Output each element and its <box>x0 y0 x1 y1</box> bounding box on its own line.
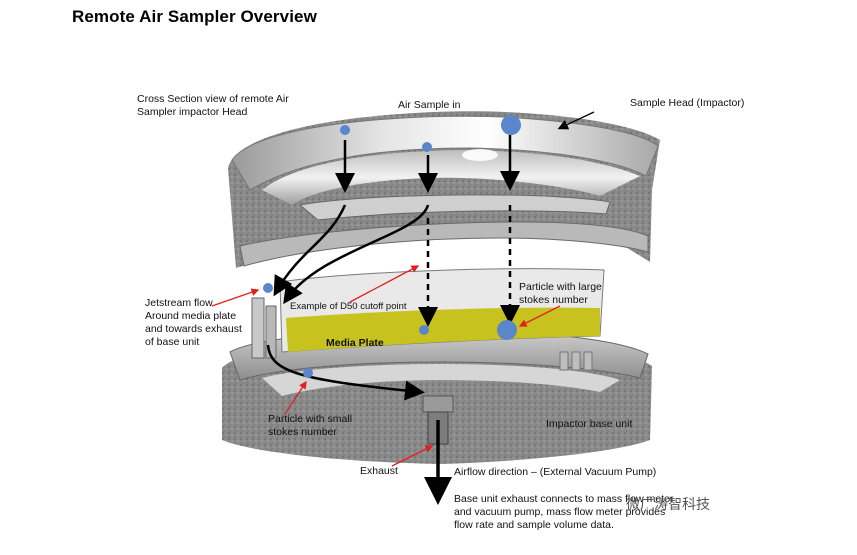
particle-jetstream <box>263 283 273 293</box>
impactor-base <box>222 297 652 464</box>
watermark: 微广涛智科技 <box>626 496 710 512</box>
exhaust-note-label: Base unit exhaust connects to mass flow … <box>454 493 674 531</box>
cross-section-label: Cross Section view of remote Air Sampler… <box>137 93 289 118</box>
page-title: Remote Air Sampler Overview <box>72 7 317 26</box>
particle-small <box>303 368 313 378</box>
media-plate-label: Media Plate <box>326 337 384 349</box>
flow-lines <box>266 135 520 505</box>
particle-large-impact <box>497 320 517 340</box>
media-plate <box>279 268 605 353</box>
small-particle-label: Particle with small stokes number <box>268 413 353 438</box>
particle-in-1 <box>340 125 350 135</box>
air-sample-in-label: Air Sample in <box>398 99 461 111</box>
jetstream-label: Jetstream flow Around media plate and to… <box>145 297 242 348</box>
particles <box>263 115 521 378</box>
d50-label: Example of D50 cutoff point <box>290 301 407 312</box>
large-particle-label: Particle with large stokes number <box>519 281 602 306</box>
particle-d50 <box>419 325 429 335</box>
exhaust-label: Exhaust <box>360 465 398 477</box>
sample-head-label: Sample Head (Impactor) <box>630 97 745 109</box>
sample-head <box>228 111 660 268</box>
base-unit-label: Impactor base unit <box>546 418 633 430</box>
particle-in-2 <box>422 142 432 152</box>
airflow-label: Airflow direction – (External Vacuum Pum… <box>454 466 657 478</box>
particle-large-in <box>501 115 521 135</box>
label-pointers <box>211 111 595 467</box>
